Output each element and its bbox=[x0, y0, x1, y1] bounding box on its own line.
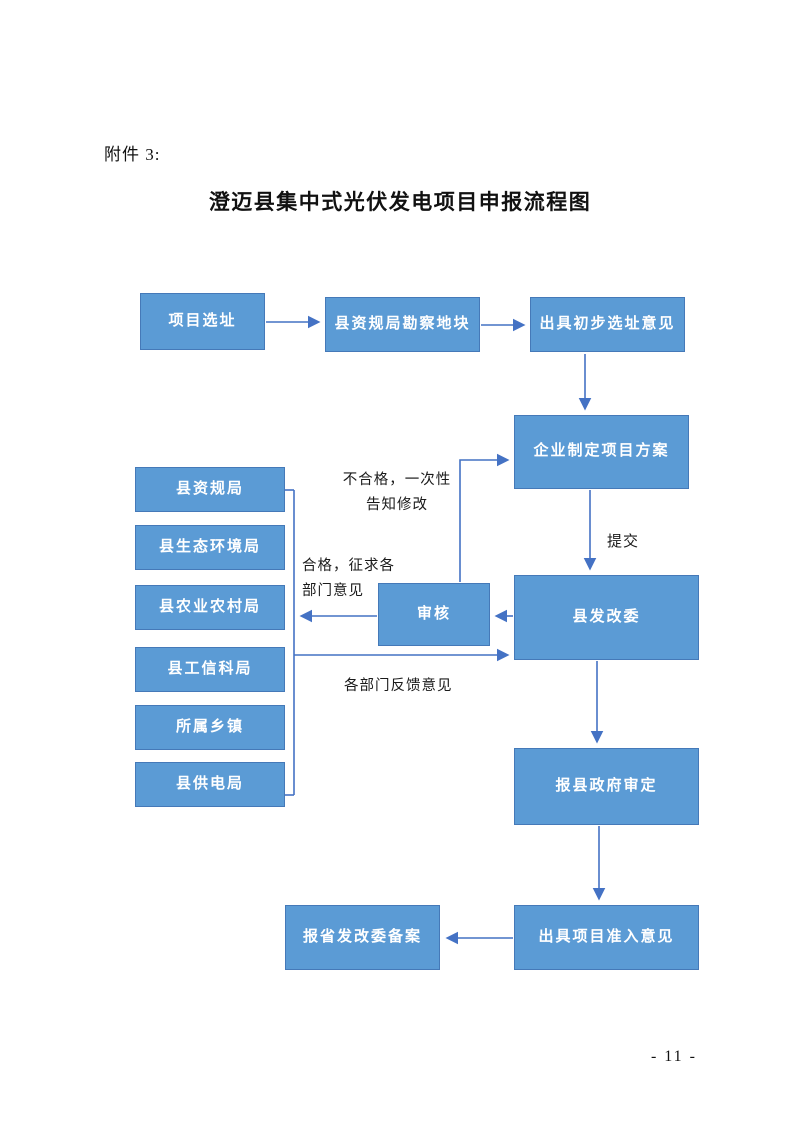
node-dept-ecology: 县生态环境局 bbox=[135, 525, 285, 570]
node-county-gov-review: 报县政府审定 bbox=[514, 748, 699, 825]
node-admission-opinion: 出具项目准入意见 bbox=[514, 905, 699, 970]
label-feedback: 各部门反馈意见 bbox=[344, 678, 453, 694]
node-review: 审核 bbox=[378, 583, 490, 646]
node-dept-township: 所属乡镇 bbox=[135, 705, 285, 750]
node-provincial-record: 报省发改委备案 bbox=[285, 905, 440, 970]
label-submit: 提交 bbox=[607, 534, 640, 550]
node-dept-power: 县供电局 bbox=[135, 762, 285, 807]
label-unqualified: 不合格，一次性 告知修改 bbox=[342, 472, 452, 513]
node-dept-resources: 县资规局 bbox=[135, 467, 285, 512]
node-enterprise-plan: 企业制定项目方案 bbox=[514, 415, 689, 489]
node-dept-agriculture: 县农业农村局 bbox=[135, 585, 285, 630]
node-county-fgw: 县发改委 bbox=[514, 575, 699, 660]
label-qualified: 合格，征求各 部门意见 bbox=[302, 558, 395, 599]
page-title: 澄迈县集中式光伏发电项目申报流程图 bbox=[208, 190, 592, 214]
node-initial-opinion: 出具初步选址意见 bbox=[530, 297, 685, 352]
node-survey-plot: 县资规局勘察地块 bbox=[325, 297, 480, 352]
node-site-selection: 项目选址 bbox=[140, 293, 265, 350]
page-number: - 11 - bbox=[650, 1048, 697, 1065]
node-dept-industry: 县工信科局 bbox=[135, 647, 285, 692]
attachment-label: 附件 3: bbox=[104, 145, 161, 164]
